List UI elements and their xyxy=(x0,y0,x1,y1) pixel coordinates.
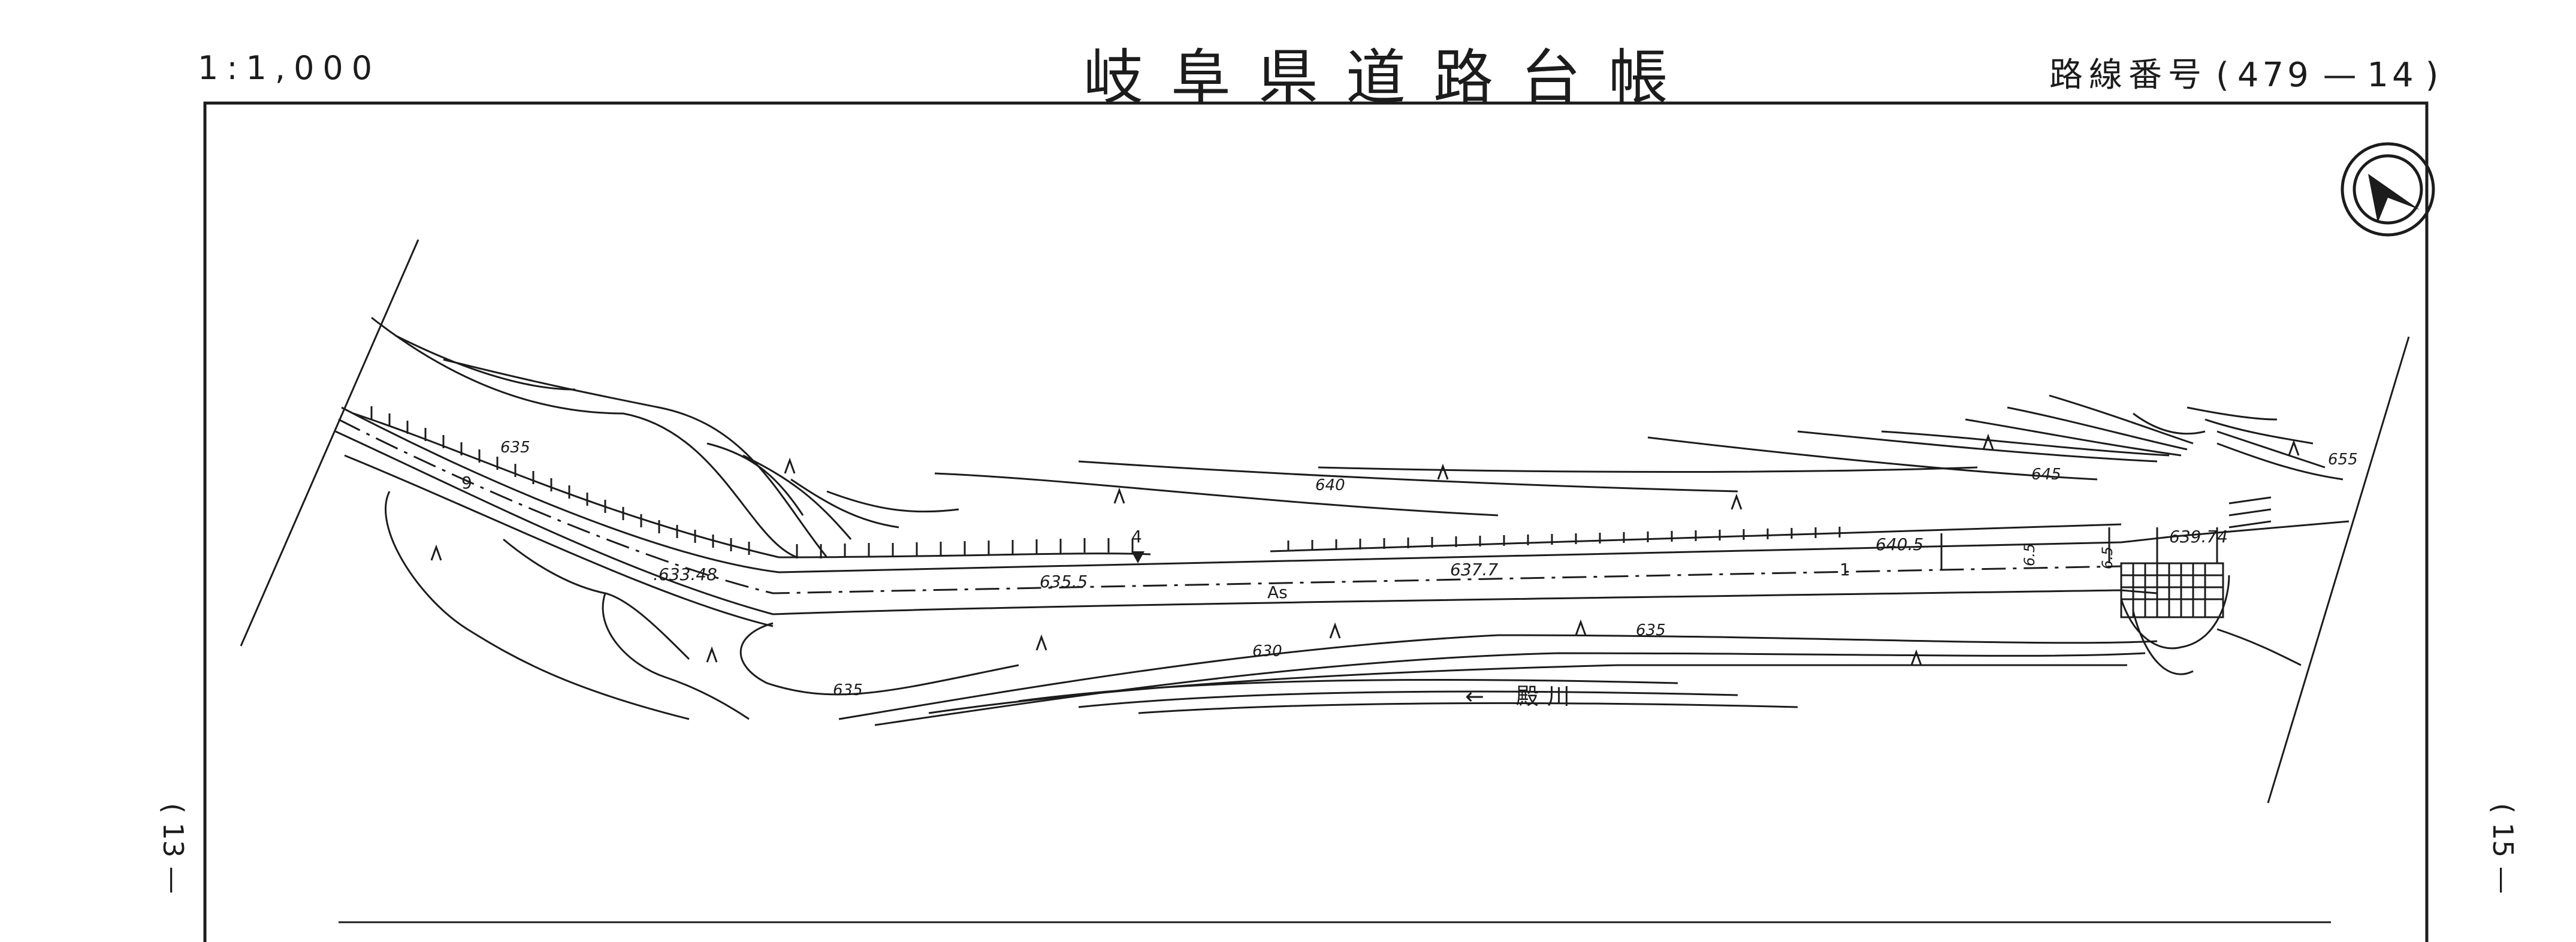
contour-label: 635 xyxy=(500,439,530,457)
route-label: 路線番号 xyxy=(2049,56,2207,95)
previous-sheet-paren: ( xyxy=(157,803,189,814)
contour-label: 635 xyxy=(833,681,863,699)
contour-label: 635 xyxy=(1636,621,1666,639)
route-number: 479 xyxy=(2237,56,2312,95)
road-centerline xyxy=(338,418,2122,594)
map-frame xyxy=(203,101,2429,942)
bridge-structure xyxy=(2120,496,2272,618)
route-number-label: 路線番号(479 — 14) xyxy=(2049,48,2447,96)
survey-marker-icon xyxy=(1131,551,1144,563)
next-sheet-ref: ( 15 — xyxy=(2487,803,2519,894)
map-scale: 1:1,000 xyxy=(198,49,381,87)
map-labels: As 4 9 1 xyxy=(461,473,1850,602)
next-sheet-dash: — xyxy=(2487,866,2519,894)
river-label: ← 殿川 xyxy=(1465,683,1578,709)
contour-label: 640 xyxy=(1315,476,1345,494)
slope-hatching xyxy=(353,406,2122,558)
contour-label: 655 xyxy=(2328,451,2358,469)
elevation-point: 637.7 xyxy=(1450,560,1498,579)
close-paren: ) xyxy=(2425,56,2439,95)
marker-label: 4 xyxy=(1131,527,1142,547)
contours-south xyxy=(385,491,2302,726)
river-arrow-icon: ← xyxy=(1465,683,1484,709)
contour-labels: 635 640 645 655 630 635 635 xyxy=(500,439,2358,699)
elevation-point: .633.48 xyxy=(653,564,717,584)
dimension-marks xyxy=(1940,527,2218,569)
map-title: 岐阜県道路台帳 xyxy=(1083,43,1696,113)
previous-sheet-number: 13 xyxy=(157,822,189,858)
route-dash: — xyxy=(2323,56,2357,95)
elevation-point: 640.5 xyxy=(1876,535,1923,554)
road-edges xyxy=(335,406,2349,627)
elevation-labels: .633.48 635.5 637.7 640.5 639.74 xyxy=(653,527,2228,591)
contour-label: 645 xyxy=(2031,466,2061,484)
elevation-point: 635.5 xyxy=(1040,572,1088,591)
previous-sheet-ref: ( 13 — xyxy=(157,803,189,894)
open-paren: ( xyxy=(2216,56,2229,95)
previous-sheet-dash: — xyxy=(157,866,189,894)
contour-label: 630 xyxy=(1252,642,1282,660)
next-sheet-paren: ( xyxy=(2487,803,2519,814)
dimension-label: 6.5 xyxy=(2099,547,2116,569)
surface-label: As xyxy=(1267,582,1288,602)
section-boundary-right xyxy=(2267,336,2410,804)
next-sheet-number: 15 xyxy=(2487,822,2519,858)
section-boundary-left xyxy=(240,239,419,647)
contours-north xyxy=(371,316,2344,558)
river-name: 殿川 xyxy=(1516,683,1578,709)
sheet-number: 14 xyxy=(2367,56,2417,95)
marker-label: 1 xyxy=(1840,560,1850,579)
elevation-point: 639.74 xyxy=(2169,527,2228,547)
dimension-label: 6.5 xyxy=(2021,544,2038,566)
dimension-labels: 6.5 6.5 xyxy=(2021,544,2116,569)
north-arrow-icon xyxy=(2341,142,2435,237)
vegetation-symbols xyxy=(430,433,2300,666)
marker-label: 9 xyxy=(461,473,472,493)
